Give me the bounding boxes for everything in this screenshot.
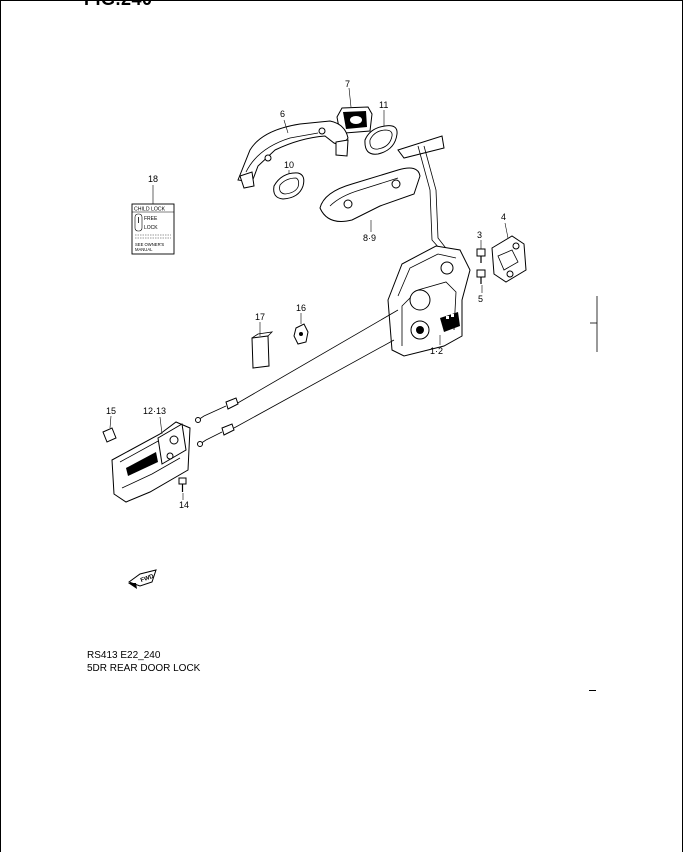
part-12-13-inside-handle [111, 421, 191, 503]
part-17-pad [251, 331, 274, 369]
label-card-lock: LOCK [144, 225, 158, 231]
caption-name: 5DR REAR DOOR LOCK [87, 663, 201, 674]
part-15-bumper [102, 427, 117, 443]
part-10-cover [273, 172, 305, 200]
label-card-heading: CHILD LOCK [134, 207, 166, 213]
callout-8-9: 8·9 [363, 233, 376, 243]
part-1-2-latch-assembly [387, 245, 471, 357]
callout-17: 17 [255, 312, 265, 322]
part-6-outside-handle [237, 120, 349, 189]
part-5-screw [476, 269, 486, 284]
margin-bracket [590, 296, 598, 352]
part-4-striker [491, 235, 527, 283]
part-16-clip [293, 323, 309, 345]
callout-3: 3 [477, 230, 482, 240]
callout-11: 11 [379, 100, 388, 110]
label-card-note-1: SEE OWNER'S [135, 242, 164, 247]
callout-4: 4 [501, 212, 506, 222]
label-card-note-2: MANUAL [135, 247, 153, 252]
callout-1-2: 1·2 [430, 346, 443, 356]
label-card-free: FREE [144, 216, 158, 222]
release-cables [195, 309, 399, 447]
part-14-screw [178, 477, 187, 492]
callout-5: 5 [478, 294, 483, 304]
callout-7: 7 [345, 79, 350, 89]
callout-14: 14 [179, 500, 189, 510]
edge-mark [589, 690, 596, 691]
callout-18: 18 [148, 174, 158, 184]
figure-title: FIG.240 [84, 0, 153, 10]
callout-12-13: 12·13 [143, 406, 166, 416]
part-3-screw [476, 248, 486, 263]
callout-16: 16 [296, 303, 306, 313]
callout-15: 15 [106, 406, 116, 416]
caption-code: RS413 E22_240 [87, 650, 161, 661]
fwd-arrow-icon: FWD [127, 569, 157, 589]
part-7-handle-cap [336, 106, 373, 134]
fwd-arrow-text: FWD [140, 574, 156, 585]
part-18-child-lock-label: CHILD LOCK FREE LOCK SEE OWNER'S MANUAL [131, 203, 175, 255]
callout-10: 10 [284, 160, 294, 170]
part-11-escutcheon [364, 125, 398, 155]
callout-6: 6 [280, 109, 285, 119]
